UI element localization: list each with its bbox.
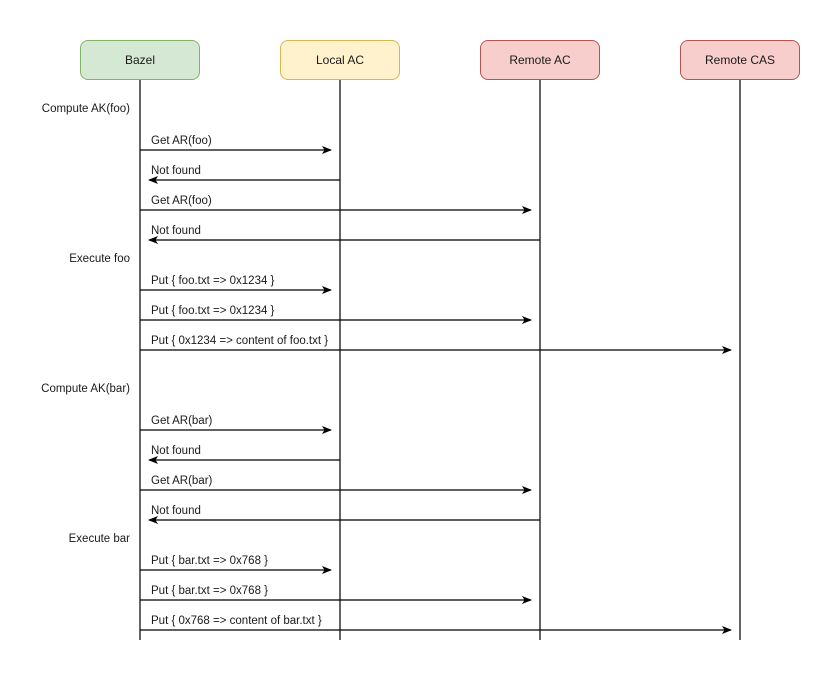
phase-label: Execute foo [69, 253, 130, 265]
message-label: Not found [151, 225, 201, 237]
message-label: Put { foo.txt => 0x1234 } [151, 305, 275, 317]
message-label: Get AR(foo) [151, 135, 212, 147]
message-label: Not found [151, 505, 201, 517]
phase-label: Compute AK(bar) [41, 383, 130, 395]
lifelines-group [139, 80, 741, 640]
message-label: Get AR(bar) [151, 415, 213, 427]
message-label: Put { 0x1234 => content of foo.txt } [151, 335, 329, 347]
message-label: Put { bar.txt => 0x768 } [151, 585, 269, 597]
message-label: Not found [151, 165, 201, 177]
participant-label-remote-ac: Remote AC [509, 53, 571, 67]
message-label: Put { bar.txt => 0x768 } [151, 555, 269, 567]
participant-box-bazel[interactable]: Bazel [80, 40, 200, 80]
message-label: Get AR(bar) [151, 475, 213, 487]
message-label: Not found [151, 445, 201, 457]
participant-label-bazel: Bazel [124, 53, 156, 67]
participant-box-remote-cas[interactable]: Remote CAS [680, 40, 800, 80]
phase-label: Compute AK(foo) [41, 103, 130, 115]
message-label: Get AR(foo) [151, 195, 212, 207]
message-label: Put { foo.txt => 0x1234 } [151, 275, 275, 287]
message-arrows-group [140, 146, 732, 634]
participant-box-remote-ac[interactable]: Remote AC [480, 40, 600, 80]
phase-label: Execute bar [68, 533, 130, 545]
participant-label-local-ac: Local AC [315, 53, 365, 67]
message-label: Put { 0x768 => content of bar.txt } [151, 615, 322, 627]
participant-label-remote-cas: Remote CAS [704, 53, 776, 67]
participant-box-local-ac[interactable]: Local AC [280, 40, 400, 80]
